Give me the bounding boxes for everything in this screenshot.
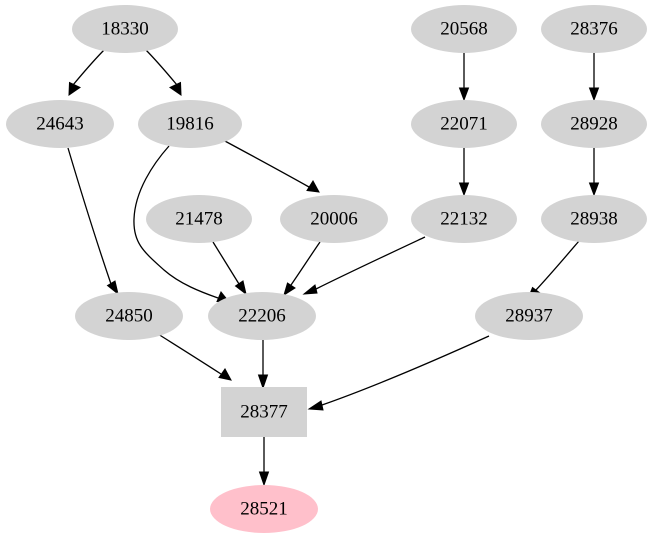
edge-28377-28521	[258, 437, 270, 487]
node-label-28521: 28521	[240, 498, 288, 519]
graph-node-28937[interactable]: 28937	[475, 292, 583, 340]
node-label-24643: 24643	[36, 113, 84, 134]
edge-24850-28377	[157, 333, 232, 381]
graph-node-20568[interactable]: 20568	[411, 5, 517, 53]
edge-20568-22071	[458, 53, 470, 102]
edge-24643-24850	[67, 147, 119, 296]
graph-node-28521[interactable]: 28521	[210, 485, 318, 533]
node-label-28928: 28928	[570, 113, 618, 134]
edge-22071-22132	[458, 148, 470, 197]
node-label-28937: 28937	[505, 305, 553, 326]
graph-node-24850[interactable]: 24850	[75, 292, 183, 340]
node-label-28377: 28377	[240, 401, 288, 422]
node-label-24850: 24850	[105, 305, 153, 326]
graph-node-28928[interactable]: 28928	[541, 100, 647, 148]
edge-28376-28928	[588, 53, 600, 102]
node-label-22071: 22071	[440, 113, 488, 134]
edge-19816-20006	[222, 139, 320, 193]
node-label-19816: 19816	[166, 113, 214, 134]
graph-node-22132[interactable]: 22132	[411, 195, 517, 243]
graph-node-28377[interactable]: 28377	[221, 387, 307, 437]
node-label-22206: 22206	[238, 305, 286, 326]
edge-22206-28377	[257, 340, 269, 390]
edge-21478-22206	[212, 241, 247, 296]
node-label-20568: 20568	[440, 18, 488, 39]
graph-node-18330[interactable]: 18330	[72, 5, 178, 53]
graph-node-28376[interactable]: 28376	[541, 5, 647, 53]
graph-node-28938[interactable]: 28938	[541, 195, 647, 243]
node-label-22132: 22132	[440, 208, 488, 229]
node-label-18330: 18330	[101, 18, 149, 39]
graph-node-21478[interactable]: 21478	[146, 195, 252, 243]
edge-28937-28377	[307, 335, 490, 411]
graph-node-24643[interactable]: 24643	[6, 100, 114, 148]
edge-28928-28938	[588, 148, 600, 197]
node-label-21478: 21478	[175, 208, 223, 229]
edge-18330-19816	[143, 47, 182, 96]
graph-node-22071[interactable]: 22071	[411, 100, 517, 148]
graph-node-20006[interactable]: 20006	[280, 195, 388, 243]
node-label-28938: 28938	[570, 208, 618, 229]
edge-20006-22206	[283, 241, 321, 297]
node-label-28376: 28376	[570, 18, 618, 39]
graph-node-22206[interactable]: 22206	[208, 292, 316, 340]
nodes-layer: 18330 24643 19816 21478 20006 22132	[6, 5, 647, 533]
edge-28938-28937	[527, 240, 580, 301]
graph-node-19816[interactable]: 19816	[138, 100, 242, 148]
edge-22132-22206	[302, 236, 426, 295]
node-label-20006: 20006	[310, 208, 358, 229]
edge-18330-24643	[68, 47, 107, 96]
